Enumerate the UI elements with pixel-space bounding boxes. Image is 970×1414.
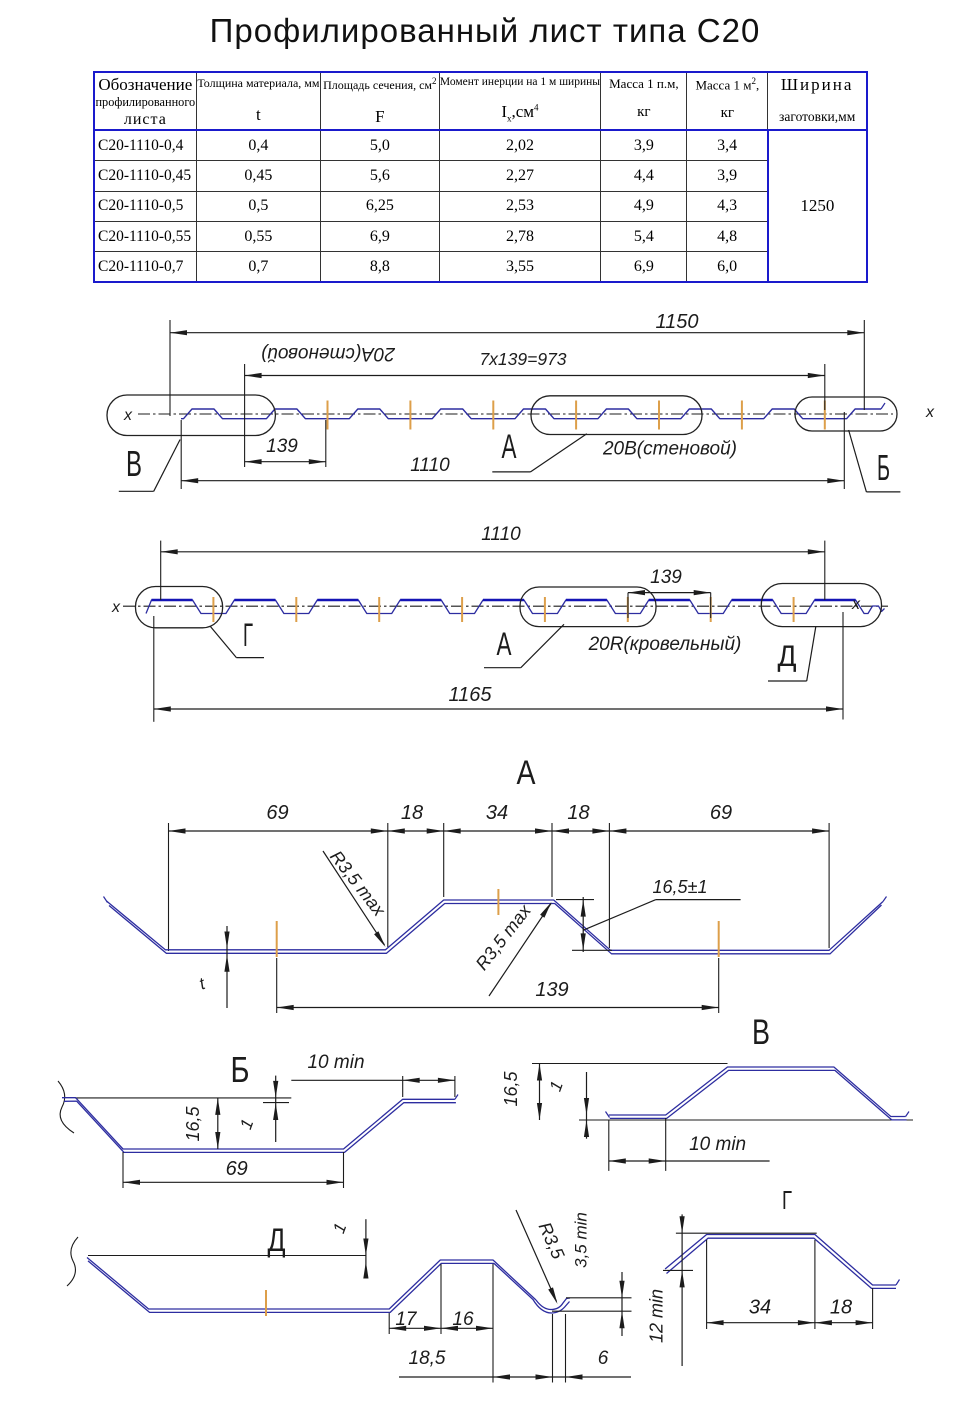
svg-text:1110: 1110 bbox=[410, 455, 450, 476]
svg-text:1: 1 bbox=[329, 1220, 350, 1235]
svg-text:12 min: 12 min bbox=[647, 1289, 667, 1343]
svg-text:А: А bbox=[497, 626, 512, 662]
svg-text:16: 16 bbox=[452, 1309, 474, 1330]
svg-text:139: 139 bbox=[266, 436, 298, 457]
svg-text:x: x bbox=[925, 404, 935, 421]
svg-text:А: А bbox=[517, 754, 536, 792]
svg-text:20В(стеновой): 20В(стеновой) bbox=[602, 439, 737, 460]
svg-text:t: t bbox=[197, 974, 209, 994]
svg-text:69: 69 bbox=[266, 802, 288, 824]
svg-text:17: 17 bbox=[395, 1309, 418, 1330]
svg-text:18: 18 bbox=[830, 1297, 852, 1319]
svg-text:1: 1 bbox=[546, 1078, 567, 1093]
svg-text:10 min: 10 min bbox=[307, 1052, 364, 1073]
svg-text:Г: Г bbox=[782, 1185, 792, 1215]
svg-text:Д: Д bbox=[778, 640, 797, 673]
svg-text:16,5±1: 16,5±1 bbox=[653, 877, 708, 897]
svg-text:18,5: 18,5 bbox=[409, 1348, 446, 1369]
svg-text:Б: Б bbox=[231, 1049, 250, 1090]
svg-text:Г: Г bbox=[243, 617, 253, 653]
svg-text:В: В bbox=[126, 443, 142, 484]
svg-text:69: 69 bbox=[226, 1158, 248, 1180]
svg-text:Д: Д bbox=[268, 1222, 286, 1258]
svg-text:1: 1 bbox=[236, 1116, 257, 1131]
svg-text:R3,5 max: R3,5 max bbox=[472, 900, 536, 974]
svg-text:Б: Б bbox=[877, 447, 890, 488]
svg-text:20А(стеновой): 20А(стеновой) bbox=[261, 343, 396, 364]
svg-text:x: x bbox=[111, 599, 121, 616]
svg-text:А: А bbox=[502, 428, 517, 466]
svg-text:6: 6 bbox=[598, 1348, 609, 1369]
svg-text:3,5 min: 3,5 min bbox=[571, 1212, 590, 1268]
svg-text:7x139=973: 7x139=973 bbox=[479, 349, 566, 369]
svg-text:1165: 1165 bbox=[448, 684, 492, 706]
svg-text:В: В bbox=[752, 1013, 770, 1052]
svg-text:1150: 1150 bbox=[655, 311, 698, 333]
svg-text:69: 69 bbox=[710, 802, 732, 824]
svg-text:34: 34 bbox=[749, 1297, 771, 1319]
svg-text:139: 139 bbox=[535, 979, 568, 1001]
svg-text:16,5: 16,5 bbox=[501, 1071, 521, 1107]
svg-text:16,5: 16,5 bbox=[183, 1106, 203, 1142]
svg-text:R3,5: R3,5 bbox=[535, 1219, 569, 1263]
svg-text:20R(кровельный): 20R(кровельный) bbox=[588, 634, 742, 655]
svg-text:x: x bbox=[123, 407, 133, 424]
svg-text:18: 18 bbox=[567, 802, 589, 824]
svg-text:10 min: 10 min bbox=[689, 1134, 746, 1155]
svg-text:x: x bbox=[851, 596, 861, 613]
svg-text:139: 139 bbox=[650, 567, 682, 588]
svg-text:18: 18 bbox=[401, 802, 423, 824]
svg-text:34: 34 bbox=[486, 802, 508, 824]
svg-text:R3,5 max: R3,5 max bbox=[326, 847, 390, 921]
svg-text:1110: 1110 bbox=[481, 524, 521, 545]
